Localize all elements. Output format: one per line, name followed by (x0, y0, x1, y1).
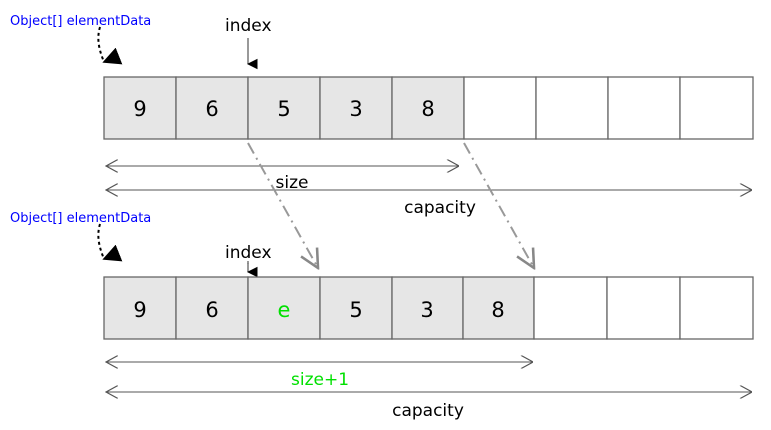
array-cell-value: 9 (133, 298, 146, 322)
array-cell-value: 8 (421, 97, 434, 121)
pointer-label-after: Object[] elementData (10, 211, 151, 226)
array-cell (175, 276, 249, 340)
array-cell-value: 9 (133, 97, 146, 121)
index-label-before: index (225, 16, 272, 36)
array-cell-value: 5 (349, 298, 362, 322)
array-cell (607, 76, 681, 140)
array-cell-value-inserted: e (278, 298, 291, 322)
array-cell (247, 276, 321, 340)
pointer-arrow-after (97, 223, 123, 262)
array-before-insert: 9 6 5 3 8 (103, 76, 754, 140)
array-cell-value: 6 (205, 298, 218, 322)
array-cell (175, 76, 249, 140)
array-cell-value: 3 (349, 97, 362, 121)
pointer-arrow-before (97, 26, 123, 65)
state-after-insert: Object[] elementData index 9 6 e 5 3 (10, 211, 754, 421)
array-cell-value: 6 (205, 97, 218, 121)
array-cell-value: 5 (277, 97, 290, 121)
array-cell (535, 76, 609, 140)
shift-connectors (247, 142, 534, 268)
array-cell (679, 76, 754, 140)
array-cell (247, 76, 321, 140)
size-plus-1-measure-label: size+1 (291, 370, 349, 390)
capacity-measure-label-after: capacity (392, 401, 464, 421)
array-cell (103, 276, 177, 340)
array-cell (606, 276, 681, 340)
array-cell-value: 8 (491, 298, 504, 322)
pointer-label-before: Object[] elementData (10, 14, 151, 29)
array-cell (463, 76, 537, 140)
array-cell (679, 276, 754, 340)
index-label-after: index (225, 243, 272, 263)
array-cell (462, 276, 535, 340)
state-before-insert: Object[] elementData index 9 6 5 3 (10, 14, 754, 218)
capacity-measure-label-before: capacity (404, 198, 476, 218)
array-cell (533, 276, 608, 340)
array-cell-value: 3 (420, 298, 433, 322)
array-after-insert: 9 6 e 5 3 8 (103, 276, 754, 340)
array-cell (391, 276, 464, 340)
